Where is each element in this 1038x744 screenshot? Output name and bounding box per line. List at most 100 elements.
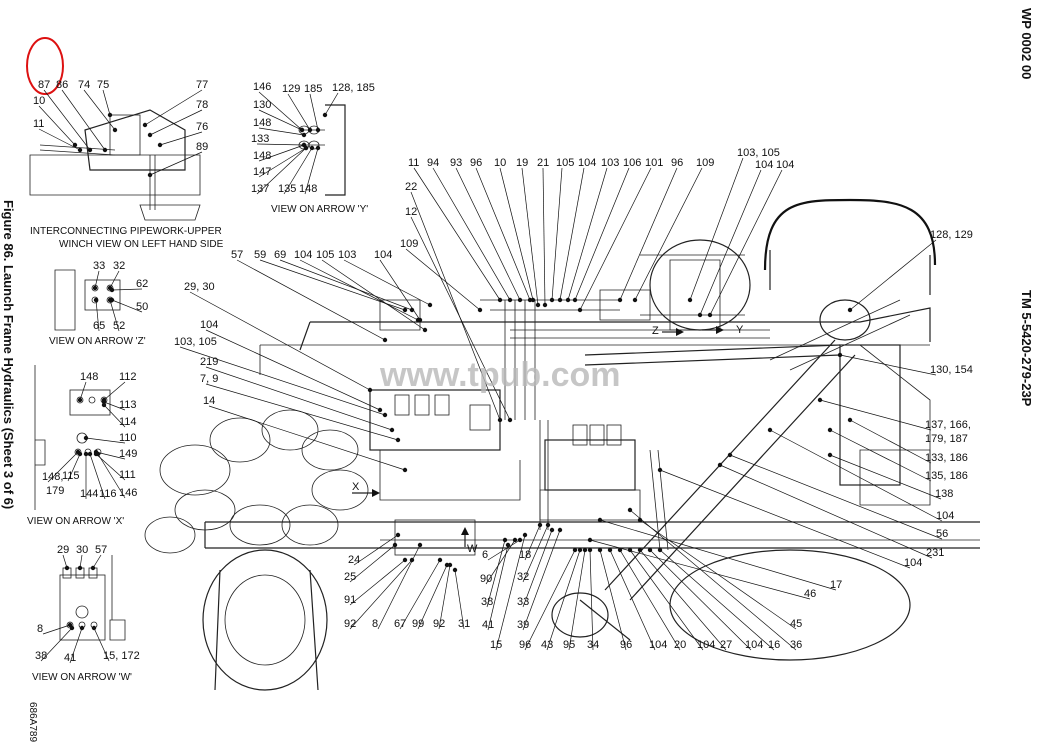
leader-line <box>349 559 413 630</box>
leader-line <box>649 549 752 651</box>
leader-dot <box>847 417 853 423</box>
leader-line <box>92 554 102 569</box>
callout-number: 133, 186 <box>925 452 968 464</box>
leader-line <box>599 519 837 591</box>
leader-line <box>689 157 744 301</box>
leader-dot <box>147 132 153 138</box>
callout-number: 106 <box>623 157 641 169</box>
leader-dot <box>382 412 388 418</box>
callout-number: 219 <box>200 356 218 368</box>
leader-dot <box>382 337 388 343</box>
callout-number: 32 <box>517 571 529 583</box>
leader-line <box>40 627 73 662</box>
view-arrow-marker: Y <box>736 324 744 336</box>
leader-dot <box>147 172 153 178</box>
leader-line <box>343 259 431 306</box>
leader-dot <box>452 567 458 573</box>
callout-number: 62 <box>136 278 148 290</box>
view-arrow-w-caption: VIEW ON ARROW 'W' <box>32 672 132 683</box>
callout-number: 15 <box>490 639 502 651</box>
callout-number: 114 <box>119 416 137 428</box>
leader-line <box>579 167 652 311</box>
callout-number: 20 <box>674 639 686 651</box>
leader-dot <box>437 557 443 563</box>
leader-line <box>299 259 419 321</box>
leader-dot <box>95 451 101 457</box>
leader-line <box>475 167 531 301</box>
leader-dot <box>69 625 75 631</box>
leader-line <box>819 399 932 431</box>
leader-line <box>353 534 399 566</box>
watermark: www.tpub.com <box>379 356 621 394</box>
callout-number: 91 <box>344 594 356 606</box>
leader-line <box>149 109 203 136</box>
callout-number: 57 <box>231 249 243 261</box>
callout-number: 43 <box>541 639 553 651</box>
callout-number: 130 <box>253 99 271 111</box>
leader-line <box>349 559 406 606</box>
callout-number: 96 <box>671 157 683 169</box>
callout-number: 75 <box>97 79 109 91</box>
leader-dot <box>392 542 398 548</box>
leader-line <box>258 127 305 136</box>
callout-number: 96 <box>620 639 632 651</box>
leader-dot <box>545 522 551 528</box>
leader-dot <box>530 297 536 303</box>
leader-line <box>205 329 381 411</box>
callout-number: 56 <box>936 528 948 540</box>
callout-number: 59 <box>254 249 266 261</box>
callout-number: 104 <box>200 319 218 331</box>
callout-number: 50 <box>136 301 148 313</box>
leader-dot <box>707 312 713 318</box>
view-arrow-w-inset <box>59 555 126 641</box>
leader-line <box>486 539 506 608</box>
leader-dot <box>657 547 663 553</box>
callout-number: 45 <box>790 618 802 630</box>
leader-dot <box>847 307 853 313</box>
leader-dot <box>299 127 305 133</box>
leader-line <box>279 259 413 311</box>
callout-number: 29, 30 <box>184 281 215 293</box>
leader-line <box>109 270 120 289</box>
leader-dot <box>112 127 118 133</box>
callout-number: 57 <box>95 544 107 556</box>
callout-number: 21 <box>537 157 549 169</box>
callout-number: 33 <box>93 260 105 272</box>
leader-line <box>103 381 126 401</box>
callout-number: 31 <box>458 618 470 630</box>
leader-line <box>149 151 203 176</box>
callout-number: 101 <box>645 157 663 169</box>
leader-dot <box>542 302 548 308</box>
leader-dot <box>87 147 93 153</box>
leader-dot <box>395 532 401 538</box>
leader-dot <box>549 527 555 533</box>
leader-dot <box>79 625 85 631</box>
leader-line <box>522 529 561 631</box>
leader-dot <box>577 547 583 553</box>
leader-dot <box>409 307 415 313</box>
leader-dot <box>301 132 307 138</box>
callout-number: 104 <box>904 557 922 569</box>
leader-dot <box>477 307 483 313</box>
leader-dot <box>827 427 833 433</box>
callout-number: 115 <box>62 470 80 482</box>
callout-number: 135, 186 <box>925 470 968 482</box>
leader-line <box>455 167 521 301</box>
callout-number: 103, 105 <box>174 336 217 348</box>
callout-number: 129 <box>282 83 300 95</box>
leader-dot <box>303 145 309 151</box>
callout-number: 104 <box>697 639 715 651</box>
leader-dot <box>315 127 321 133</box>
highlight-circle <box>26 37 64 95</box>
drawing-code: 686A789 <box>27 702 38 742</box>
leader-line <box>522 529 553 608</box>
callout-number: 32 <box>113 260 125 272</box>
leader-lines <box>38 89 943 664</box>
leader-dot <box>64 565 70 571</box>
callout-number: 10 <box>494 157 506 169</box>
leader-line <box>659 549 775 651</box>
leader-line <box>709 169 783 316</box>
leader-dot <box>101 402 107 408</box>
callout-number: 99 <box>412 618 424 630</box>
callout-number: 137, 166, <box>925 419 971 431</box>
